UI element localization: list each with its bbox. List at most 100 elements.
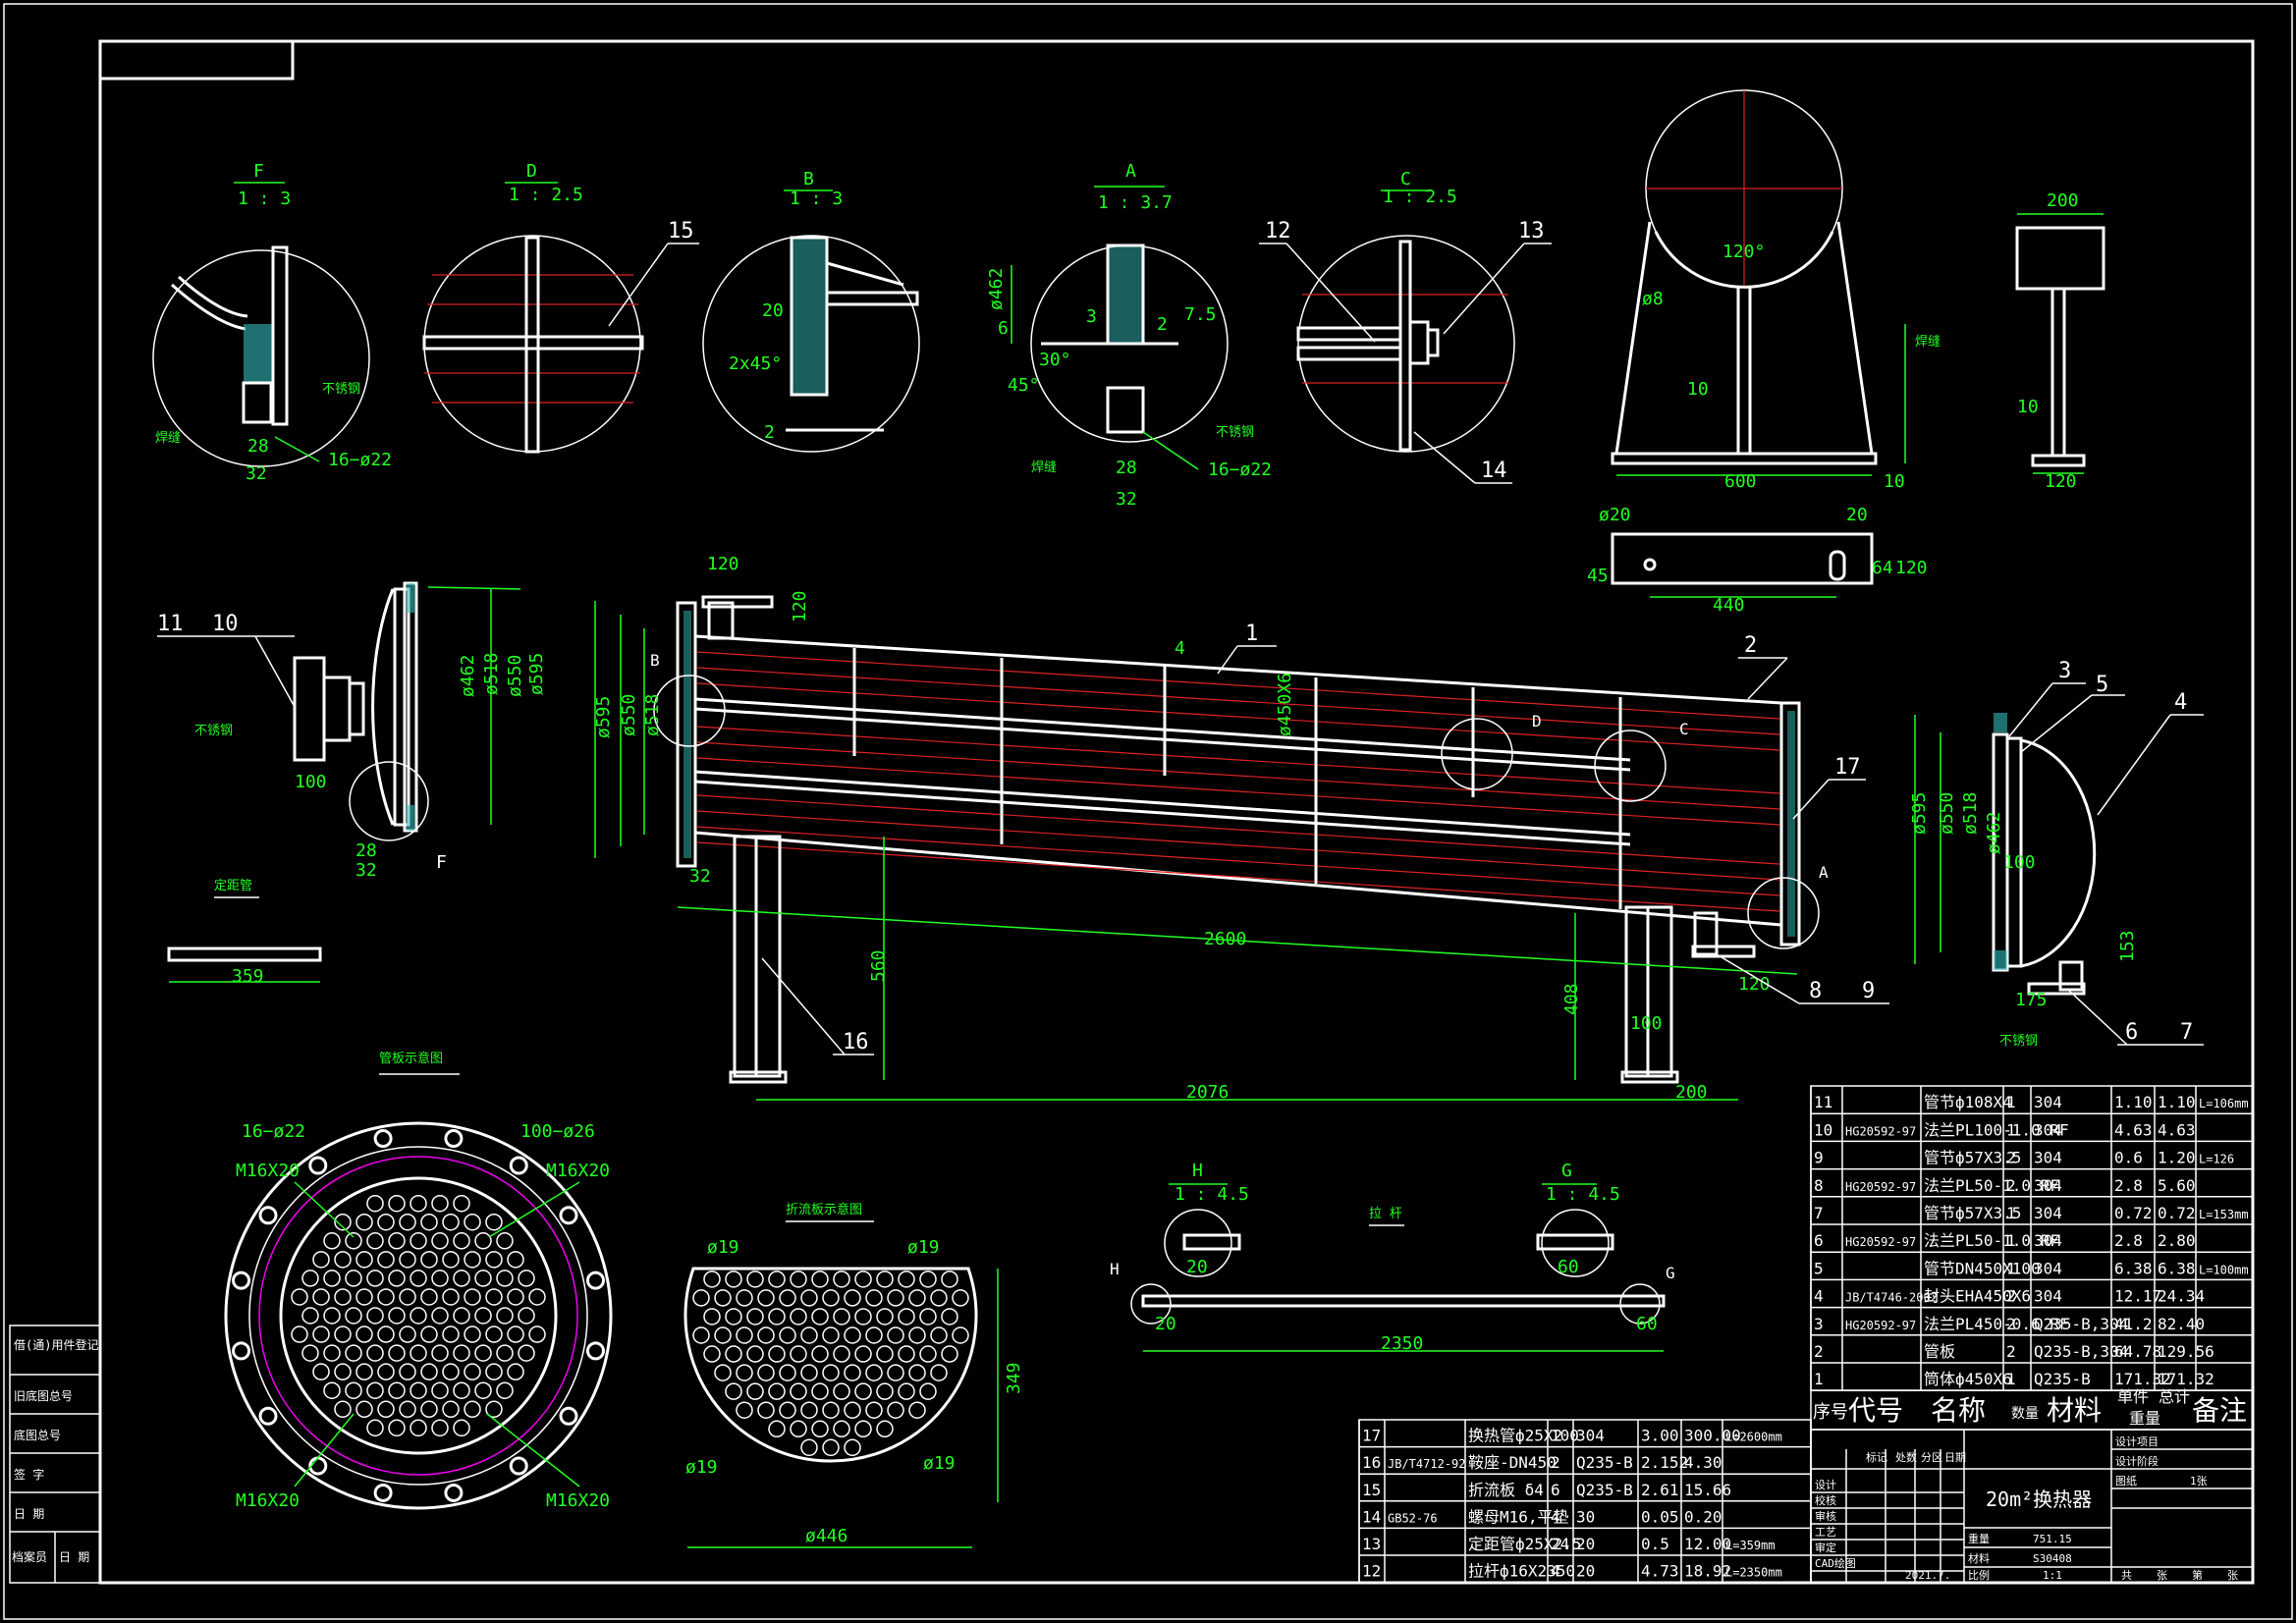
tube-hole bbox=[399, 1288, 416, 1306]
view-a-scale: 1 : 3.7 bbox=[1098, 192, 1173, 213]
bolt-hole bbox=[258, 1406, 278, 1426]
balloon-13: 13 bbox=[1518, 219, 1545, 243]
parts-cell: 1 bbox=[1814, 1370, 1824, 1388]
tube-hole bbox=[453, 1344, 470, 1362]
parts-cell: 171.32 bbox=[2158, 1370, 2214, 1388]
shell-tube-hatch bbox=[696, 651, 1780, 912]
parts-cell: 10 bbox=[1814, 1120, 1832, 1139]
tube-hole bbox=[420, 1325, 438, 1343]
parts-cell: 6.38 bbox=[2158, 1259, 2196, 1277]
parts-cell: 0.6 bbox=[2114, 1149, 2143, 1167]
parts-cell: 0.5 bbox=[1641, 1535, 1669, 1553]
balloon-11: 11 bbox=[157, 612, 184, 636]
baffle-hole bbox=[768, 1420, 786, 1438]
tb-title: 20m²换热器 bbox=[1986, 1488, 2092, 1511]
f-dim-32: 32 bbox=[246, 463, 267, 484]
balloon-3: 3 bbox=[2058, 659, 2071, 683]
tie-rod-label: 拉 杆 bbox=[1369, 1207, 1402, 1221]
tube-hole bbox=[355, 1325, 373, 1343]
baffle-hole bbox=[833, 1345, 850, 1363]
rhead-dim-465: ø462 bbox=[1984, 812, 2004, 854]
parts-cell: L=2600mm bbox=[1725, 1431, 1782, 1444]
parts-cell: HG20592-97 bbox=[1845, 1124, 1916, 1138]
view-c-scale: 1 : 2.5 bbox=[1383, 187, 1457, 207]
a-dim-28: 28 bbox=[1116, 458, 1137, 478]
saddle-phi8: ø8 bbox=[1642, 289, 1664, 309]
baffle-hole bbox=[790, 1308, 807, 1325]
baffle-hole bbox=[822, 1326, 840, 1344]
tube-hole bbox=[312, 1325, 330, 1343]
parts-cell: 管节DN450X100 bbox=[1924, 1259, 2041, 1277]
tube-hole bbox=[345, 1232, 362, 1250]
parts-cell: 折流板 δ4 bbox=[1468, 1481, 1544, 1499]
parts-cell: L=359mm bbox=[1725, 1539, 1776, 1552]
parts-cell: 4.73 bbox=[1641, 1562, 1679, 1581]
tube-hole bbox=[377, 1213, 395, 1231]
head-stainless-note: 不锈钢 bbox=[194, 724, 233, 738]
tube-hole bbox=[334, 1251, 352, 1269]
f-stainless-note: 不锈钢 bbox=[322, 382, 360, 397]
baffle-hole bbox=[714, 1289, 732, 1307]
tube-hole bbox=[518, 1307, 535, 1325]
parts-cell: 2.8 bbox=[2114, 1176, 2143, 1195]
parts-cell: 1 bbox=[2006, 1120, 2016, 1139]
parts-cell: 2.80 bbox=[2158, 1231, 2196, 1250]
tube-hole bbox=[377, 1288, 395, 1306]
d-tube-hatch bbox=[424, 274, 640, 404]
shell-dim-32: 32 bbox=[689, 866, 711, 887]
tube-hole bbox=[301, 1307, 319, 1325]
parts-cell: 1 bbox=[2006, 1259, 2016, 1277]
a-bolt-holes: 16−ø22 bbox=[1208, 460, 1272, 480]
parts-cell: 304 bbox=[2034, 1093, 2062, 1111]
baffle-hole bbox=[714, 1364, 732, 1381]
baffle-hole bbox=[822, 1289, 840, 1307]
tube-hole bbox=[453, 1194, 470, 1213]
baffle-dim-446: ø446 bbox=[805, 1526, 847, 1546]
view-b-label: B bbox=[803, 169, 814, 189]
tube-hole bbox=[334, 1213, 352, 1231]
view-a-label: A bbox=[1125, 161, 1136, 182]
tube-hole bbox=[355, 1213, 373, 1231]
parts-cell: JB/T4712-92 bbox=[1388, 1457, 1465, 1471]
tube-hole bbox=[323, 1270, 341, 1287]
spacer-dim-359: 359 bbox=[232, 966, 264, 987]
head-dim-595: ø595 bbox=[526, 653, 547, 695]
a-weld-note: 焊缝 bbox=[1031, 460, 1057, 475]
tube-hole bbox=[301, 1344, 319, 1362]
parts-cell: HG20592-97 bbox=[1845, 1180, 1916, 1194]
head-dim-518: ø518 bbox=[481, 653, 502, 695]
f-dim-28: 28 bbox=[247, 436, 269, 457]
tube-hole bbox=[431, 1194, 449, 1213]
parts-cell: JB/T4746-2002 bbox=[1845, 1291, 1938, 1305]
tube-hole bbox=[420, 1363, 438, 1380]
parts-cell: 12 bbox=[1362, 1562, 1381, 1581]
tube-hole bbox=[312, 1288, 330, 1306]
baffle-hole bbox=[854, 1382, 872, 1400]
parts-cell: 0.72 bbox=[2158, 1204, 2196, 1222]
tube-hole bbox=[410, 1307, 427, 1325]
head-dim-32: 32 bbox=[355, 860, 377, 881]
parts-cell: 13 bbox=[1362, 1535, 1381, 1553]
tube-hole bbox=[366, 1344, 384, 1362]
bolt-hole bbox=[444, 1483, 464, 1502]
parts-cell: 30 bbox=[1576, 1507, 1595, 1526]
detail-view-a: A 1 : 3.7 ø462 6 3 2 7.5 30° 45° 不锈钢 焊缝 … bbox=[986, 161, 1272, 510]
baffle-hole bbox=[736, 1364, 753, 1381]
parts-cell: 定距管ф25X2.5 bbox=[1468, 1535, 1581, 1553]
f-bolt-holes: 16−ø22 bbox=[328, 450, 392, 470]
shell-dim-2600: 2600 bbox=[1204, 929, 1246, 949]
tube-hole bbox=[399, 1213, 416, 1231]
tb-material-label: 材料 bbox=[1968, 1551, 1990, 1565]
rod-dim-2350: 2350 bbox=[1381, 1333, 1423, 1354]
baffle-hole bbox=[703, 1308, 721, 1325]
view-d-scale: 1 : 2.5 bbox=[509, 185, 583, 205]
baffle-hole bbox=[919, 1271, 937, 1288]
parts-cell: 1 bbox=[2006, 1370, 2016, 1388]
baffle-hole bbox=[746, 1308, 764, 1325]
shell-dim-4: 4 bbox=[1175, 638, 1185, 659]
base-phi20: ø20 bbox=[1599, 505, 1631, 525]
tb-left-label: 校核 bbox=[1815, 1493, 1836, 1507]
